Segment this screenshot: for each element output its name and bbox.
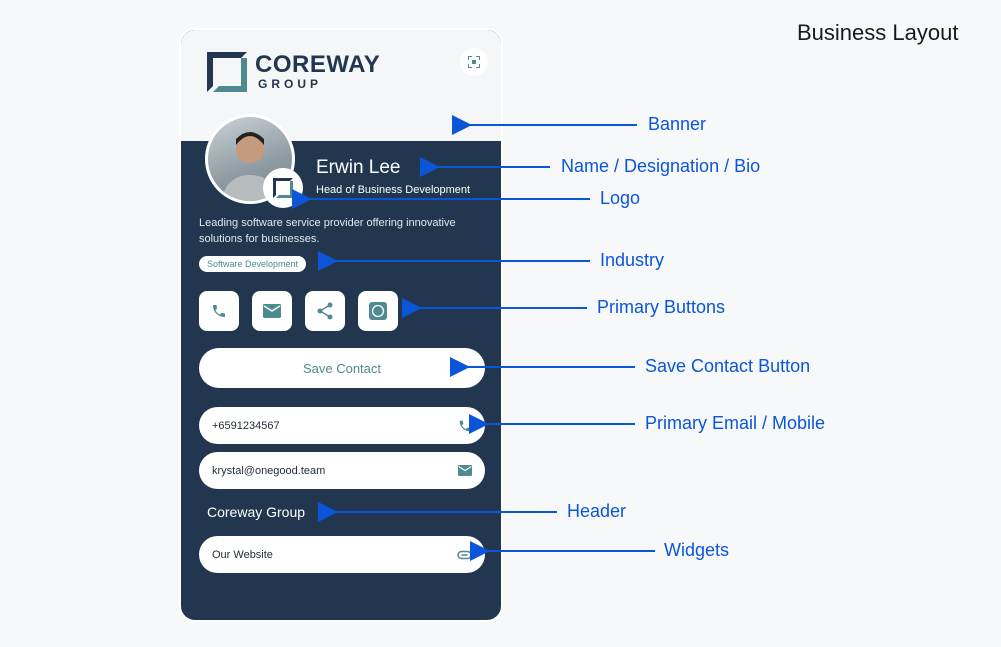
annotation-primary-buttons: Primary Buttons — [597, 297, 726, 317]
qr-icon — [468, 56, 480, 68]
annotation-save-contact: Save Contact Button — [645, 356, 811, 376]
annotation-industry: Industry — [600, 250, 665, 270]
email-field[interactable]: krystal@onegood.team — [199, 452, 485, 489]
annotation-widgets: Widgets — [664, 540, 730, 560]
annotation-header: Header — [567, 501, 627, 521]
email-icon — [263, 304, 281, 318]
annotation-logo: Logo — [600, 188, 641, 208]
call-button[interactable] — [199, 291, 239, 331]
industry-tag: Software Development — [199, 256, 307, 272]
share-button[interactable] — [305, 291, 345, 331]
qr-code-button[interactable] — [460, 48, 488, 76]
annotation-banner: Banner — [648, 114, 707, 134]
phone-icon — [459, 420, 471, 431]
logo-text: COREWAY — [255, 51, 381, 78]
annotation-name: Name / Designation / Bio — [561, 156, 761, 176]
coreway-logo-icon — [207, 52, 247, 92]
phone-value: +6591234567 — [212, 419, 280, 432]
profile-bio: Leading software service provider offeri… — [199, 217, 456, 245]
annotation-email-mobile: Primary Email / Mobile — [645, 413, 826, 433]
phone-icon — [213, 305, 225, 317]
coreway-logo-icon — [273, 178, 293, 198]
email-icon — [458, 465, 472, 476]
save-contact-button[interactable]: Save Contact — [199, 348, 485, 388]
phone-field[interactable]: +6591234567 — [199, 407, 485, 444]
share-icon — [317, 302, 333, 320]
email-value: krystal@onegood.team — [212, 464, 326, 477]
whatsapp-icon — [369, 302, 387, 320]
website-widget[interactable]: Our Website — [199, 536, 485, 573]
profile-name: Erwin Lee — [316, 157, 401, 178]
widget-label: Our Website — [212, 548, 273, 561]
profile-designation: Head of Business Development — [316, 184, 471, 196]
primary-buttons — [199, 291, 398, 331]
logo-subtext: GROUP — [258, 77, 323, 91]
whatsapp-button[interactable] — [358, 291, 398, 331]
section-header: Coreway Group — [207, 504, 306, 520]
email-button[interactable] — [252, 291, 292, 331]
page-title: Business Layout — [797, 20, 959, 45]
